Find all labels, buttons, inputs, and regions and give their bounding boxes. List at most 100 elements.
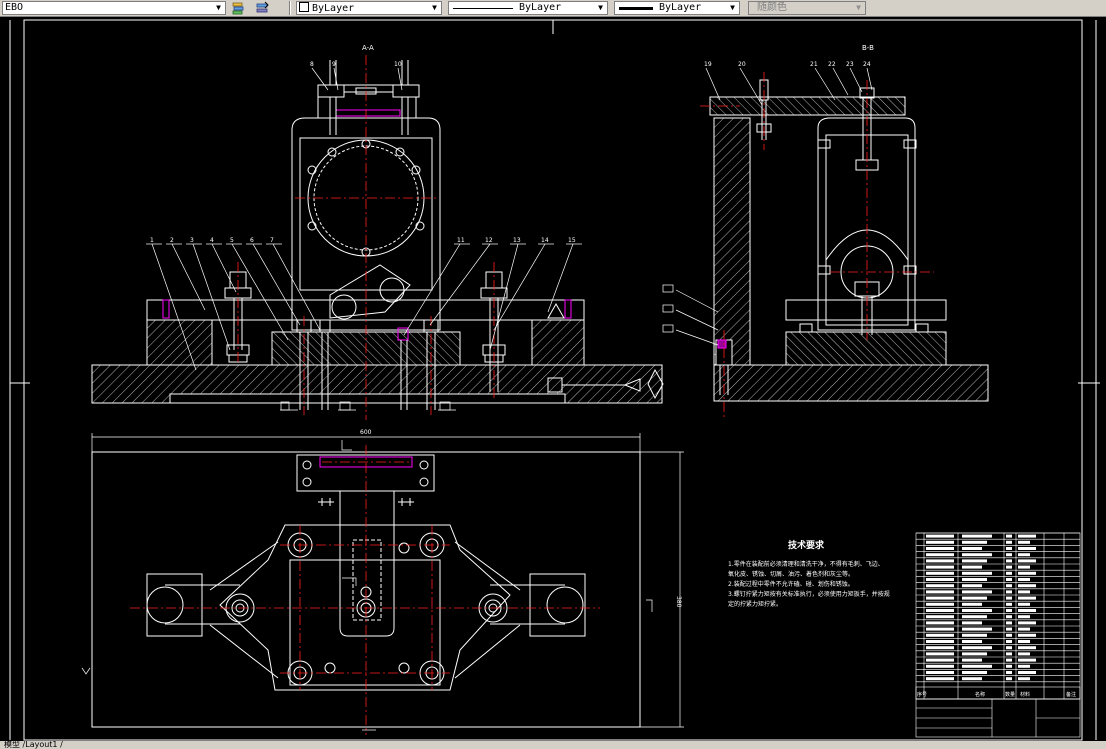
parts-cell-text (926, 658, 954, 662)
parts-cell-text (962, 534, 992, 538)
parts-cell-text (1006, 640, 1012, 643)
parts-cell-text (926, 578, 954, 581)
parts-cell-text (962, 565, 982, 569)
parts-cell-text (962, 677, 982, 681)
parts-cell-text (962, 627, 992, 631)
parts-cell-text (962, 609, 992, 612)
tech-req-line-3: 2.装配过程中零件不允许磕、碰、划伤和锈蚀。 (728, 580, 854, 588)
parts-cell-text (1006, 534, 1012, 538)
drawing-canvas[interactable]: A-A (0, 17, 1106, 741)
balloon-11: 11 (457, 237, 465, 244)
section-b-balloons: 19 20 21 22 23 24 (662, 61, 873, 346)
balloon-20: 20 (738, 61, 746, 68)
balloon-22: 22 (828, 61, 836, 68)
section-b-label: B-B (862, 44, 874, 52)
parts-cell-text (1006, 584, 1012, 588)
parts-cell-text (926, 664, 954, 668)
parts-cell-text (1006, 627, 1012, 631)
parts-cell-text (1006, 559, 1012, 563)
parts-cell-text (1018, 547, 1036, 550)
section-a-label: A-A (362, 44, 374, 52)
layer-manager-icon[interactable] (231, 1, 245, 15)
parts-cell-text (962, 640, 982, 643)
parts-cell-text (926, 559, 954, 563)
chevron-down-icon: ▼ (730, 3, 735, 12)
lineweight-control-combo[interactable]: ByLayer ▼ (614, 1, 740, 15)
section-b-view: B-B (709, 44, 989, 402)
balloon-7: 7 (270, 237, 274, 244)
parts-cell-text (1018, 677, 1030, 681)
plot-style-combo: 随颜色 ▼ (748, 1, 866, 15)
parts-cell-text (962, 584, 982, 588)
header-material: 材料 (1020, 691, 1030, 698)
balloon-12: 12 (485, 237, 493, 244)
plan-centerlines (130, 445, 600, 735)
parts-cell-text (962, 658, 982, 662)
parts-cell-text (1018, 559, 1036, 563)
parts-cell-text (1018, 596, 1036, 600)
parts-cell-text (1006, 633, 1012, 637)
parts-cell-text (926, 627, 954, 631)
parts-cell-text (926, 633, 954, 637)
parts-cell-text (1006, 677, 1012, 681)
tech-req-line-2: 氧化皮、锈蚀、切屑、油污、着色剂和灰尘等。 (728, 570, 854, 578)
layer-previous-icon[interactable] (255, 1, 269, 15)
parts-cell-text (1006, 553, 1012, 557)
parts-cell-text (926, 671, 954, 674)
balloon-1: 1 (150, 237, 154, 244)
parts-cell-text (1006, 596, 1012, 600)
parts-cell-text (962, 571, 992, 575)
color-control-combo[interactable]: ByLayer ▼ (296, 1, 442, 15)
parts-cell-text (1006, 540, 1012, 544)
section-a-balloons: 1 2 3 4 5 6 7 8 9 10 11 12 13 14 15 (146, 61, 582, 371)
parts-cell-text (1018, 633, 1036, 637)
layout-tab-bar: 模型 /Layout1 / (0, 741, 1106, 749)
parts-cell-text (926, 602, 954, 606)
parts-cell-text (962, 559, 987, 563)
sheet-border (9, 19, 1100, 741)
section-a-view: A-A (91, 44, 664, 410)
parts-list-fills (926, 534, 1036, 681)
parts-cell-text (1006, 571, 1012, 575)
section-a-dimensions (280, 401, 456, 411)
parts-cell-text (926, 565, 954, 569)
parts-cell-text (926, 646, 954, 650)
parts-cell-text (1018, 534, 1036, 538)
parts-cell-text (962, 646, 992, 650)
tech-req-line-1: 1.零件在装配前必须清理和清洗干净，不得有毛刺、飞边、 (728, 560, 884, 568)
parts-cell-text (1018, 646, 1036, 650)
parts-cell-text (1018, 652, 1030, 656)
header-index: 序号 (917, 691, 927, 698)
plan-view: 600 380 (91, 429, 684, 728)
parts-cell-text (1006, 652, 1012, 656)
properties-toolbar: EBO ▼ ByLayer ▼ ByLayer ▼ ByLayer ▼ 随颜色 … (0, 0, 1106, 17)
parts-cell-text (926, 621, 954, 625)
balloon-2: 2 (170, 237, 174, 244)
linetype-preview-icon (453, 8, 513, 9)
parts-cell-text (962, 590, 992, 594)
parts-cell-text (1018, 584, 1036, 588)
overall-length-dim: 600 (360, 429, 372, 436)
parts-cell-text (926, 596, 954, 600)
balloon-21: 21 (810, 61, 818, 68)
parts-cell-text (962, 578, 987, 581)
text-style-combo[interactable]: EBO ▼ (2, 1, 226, 15)
cad-drawing: A-A (9, 19, 1100, 741)
chevron-down-icon: ▼ (598, 3, 603, 12)
layout-tabs[interactable]: 模型 /Layout1 / (4, 741, 63, 749)
parts-cell-text (1018, 540, 1030, 544)
chevron-down-icon: ▼ (856, 3, 861, 12)
parts-cell-text (1006, 646, 1012, 650)
parts-cell-text (926, 540, 954, 544)
plan-bosses (225, 532, 508, 686)
parts-cell-text (962, 547, 982, 550)
parts-cell-text (1006, 621, 1012, 625)
linetype-control-combo[interactable]: ByLayer ▼ (448, 1, 608, 15)
parts-cell-text (1006, 547, 1012, 550)
parts-cell-text (926, 640, 954, 643)
parts-cell-text (1006, 671, 1012, 674)
parts-cell-text (962, 596, 987, 600)
parts-cell-text (926, 615, 954, 619)
header-remark: 备注 (1066, 691, 1076, 698)
balloon-14: 14 (541, 237, 549, 244)
